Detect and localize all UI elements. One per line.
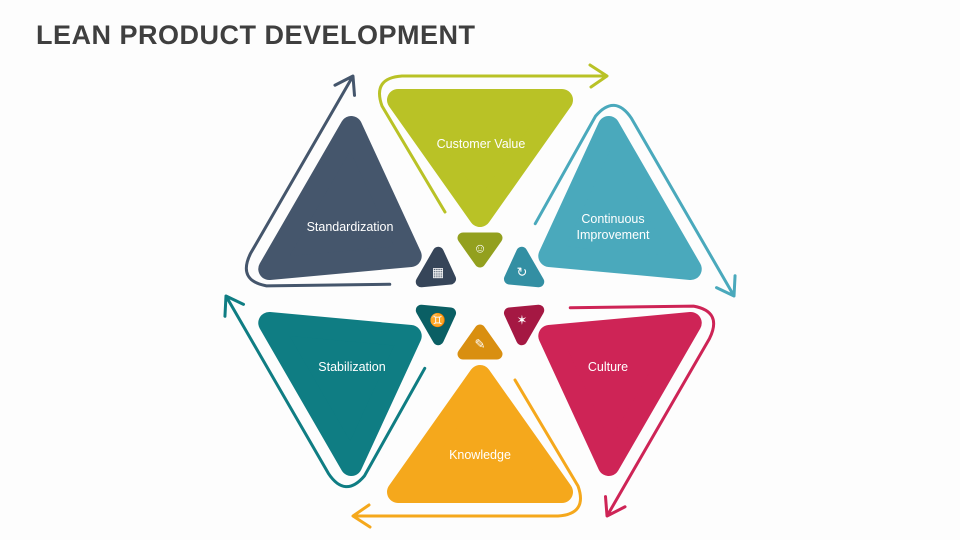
customer-value-label: Customer Value — [436, 136, 526, 151]
team-icon: ♊ — [429, 312, 447, 328]
customer-desk-icon: ☺ — [473, 240, 487, 256]
continuous-improvement-triangle — [538, 115, 702, 281]
knowledge-arrow — [351, 378, 582, 529]
continuous-improvement-arrow — [533, 103, 737, 298]
culture-triangle — [538, 311, 702, 477]
standardization-inner-triangle — [415, 246, 457, 288]
standardization-arrow — [244, 74, 392, 288]
page-title: LEAN PRODUCT DEVELOPMENT — [36, 20, 476, 50]
standardization-label: Standardization — [306, 219, 394, 234]
celebration-icon: ✶ — [516, 312, 528, 328]
knowledge-inner-triangle — [457, 324, 503, 360]
knowledge-triangle — [387, 365, 573, 503]
continuous-improvement-inner-triangle — [503, 246, 545, 288]
refresh-icon: ↻ — [516, 264, 528, 280]
stabilization-inner-triangle — [415, 304, 457, 346]
stabilization-triangle — [258, 311, 422, 477]
culture-inner-triangle — [503, 304, 545, 346]
customer-value-triangle — [387, 89, 573, 227]
customer-value-inner-triangle — [457, 232, 503, 268]
stabilization-arrow — [223, 294, 427, 489]
culture-arrow — [568, 304, 716, 518]
continuous-improvement-label: Continuous Improvement — [576, 211, 650, 242]
knowledge-label: Knowledge — [449, 447, 511, 462]
culture-label: Culture — [587, 359, 629, 374]
idea-head-icon: ✎ — [474, 336, 486, 352]
customer-value-arrow — [378, 63, 609, 214]
flipchart-icon: ▦ — [431, 264, 445, 280]
stabilization-label: Stabilization — [318, 359, 386, 374]
standardization-triangle — [258, 115, 422, 281]
